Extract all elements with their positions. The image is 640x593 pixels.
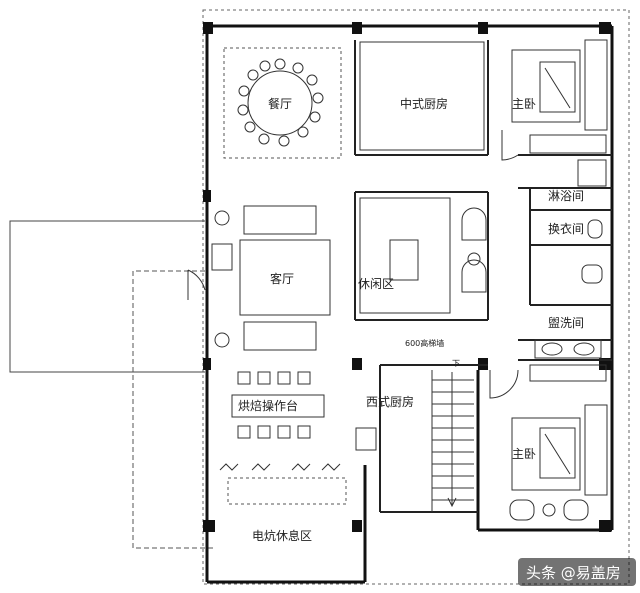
dining-chairs [237, 58, 324, 147]
room-label-chinese-kitchen: 中式厨房 [400, 96, 448, 111]
master-bed-bottom-pillow [539, 427, 576, 479]
lamp-bottom [214, 332, 230, 348]
watermark: 头条 @易盖房 [518, 558, 636, 586]
stair-treads [431, 370, 474, 512]
toilet-1 [587, 219, 603, 239]
leisure-seating [359, 197, 451, 314]
basin-left [541, 342, 563, 356]
terrace-dashed-outline [132, 270, 213, 549]
leisure-counter [389, 239, 419, 281]
toilet-2 [581, 264, 603, 284]
leisure-chair-right [461, 207, 487, 293]
dining-area-outline [223, 47, 342, 159]
kitchen-island [355, 427, 377, 451]
room-label-kang-rest: 电炕休息区 [252, 528, 312, 543]
room-label-master-top: 主卧 [512, 97, 536, 111]
room-label-dressing: 换衣间 [548, 221, 584, 236]
site-boundary [202, 9, 630, 585]
baking-counter [231, 394, 325, 418]
master-bed-bottom [511, 417, 581, 491]
baking-stools-top [237, 371, 311, 385]
svg-text:头条 @易盖房: 头条 @易盖房 [526, 564, 621, 582]
wardrobe-bottom [584, 404, 608, 496]
shower-pan [577, 159, 607, 187]
room-label-western-kitchen: 西式厨房 [366, 394, 414, 409]
interior-walls [354, 40, 612, 513]
sofa-top [243, 205, 317, 235]
basin-right [573, 342, 595, 356]
chinese-kitchen-counter [359, 41, 485, 151]
vanity [534, 339, 602, 359]
sofa-bottom [243, 321, 317, 351]
stair-down-label: 下 [452, 359, 460, 368]
master-top-door [501, 130, 519, 161]
master-bottom-door [489, 369, 519, 399]
baking-stools-bottom [237, 425, 311, 439]
room-label-baking-counter: 烘焙操作台 [238, 398, 298, 413]
master-bed-top-pillow [539, 61, 576, 113]
closet-row-top [529, 134, 607, 154]
closet-row-bottom [529, 364, 607, 382]
lamp-top [214, 210, 230, 226]
kang-platform-outline [227, 477, 347, 505]
room-label-dining: 餐厅 [268, 96, 292, 111]
wardrobe-top [584, 39, 608, 131]
room-label-shower: 淋浴间 [548, 189, 584, 203]
room-label-powder: 盥洗间 [548, 316, 584, 330]
room-label-living: 客厅 [270, 271, 294, 286]
master-bed-top [511, 49, 581, 123]
terrace-outline [9, 220, 205, 373]
tv-unit [211, 243, 233, 271]
leisure-sink [467, 252, 481, 266]
stair-note: 600高梯墙 [405, 338, 444, 348]
entry-door [187, 269, 206, 300]
coffee-table [239, 239, 331, 316]
room-label-leisure: 休闲区 [358, 277, 394, 291]
room-label-master-bottom: 主卧 [512, 447, 536, 461]
armchairs [509, 499, 589, 521]
stair-arrow [447, 372, 457, 508]
dining-table [247, 70, 313, 136]
window-curtains [219, 463, 341, 471]
